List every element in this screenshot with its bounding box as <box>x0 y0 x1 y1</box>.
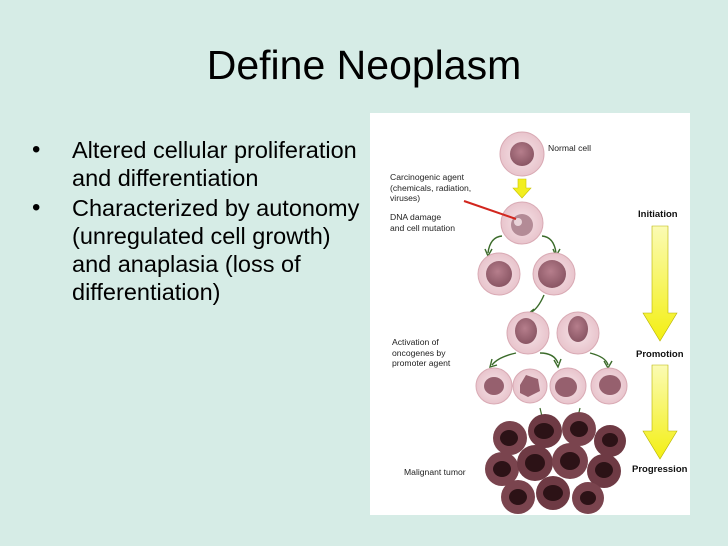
promoted-cell-right <box>556 311 600 355</box>
arrow-down-icon <box>512 178 532 199</box>
bullet-dot-icon: • <box>32 136 41 163</box>
promoted-cell-left <box>506 311 550 355</box>
label-carcinogenic-agent: Carcinogenic agent (chemicals, radiation… <box>390 172 472 203</box>
stage-progression: Progression <box>632 464 688 475</box>
bullet-text: Altered cellular proliferation and diffe… <box>72 137 357 191</box>
level3-cell <box>549 367 587 405</box>
curved-arrow-icon <box>539 352 559 364</box>
curved-arrow-icon <box>491 352 517 366</box>
bullet-text: Characterized by autonomy (unregulated c… <box>72 195 360 305</box>
mutated-cell <box>500 201 544 245</box>
bullet-dot-icon: • <box>32 194 41 221</box>
promotion-arrow-icon <box>642 364 678 460</box>
label-activation: Activation of oncogenes by promoter agen… <box>392 337 451 368</box>
normal-cell <box>499 131 545 177</box>
daughter-cell-right <box>532 252 576 296</box>
label-malignant-tumor: Malignant tumor <box>404 467 466 477</box>
level3-cell <box>475 367 513 405</box>
diagram-graphics <box>463 131 678 514</box>
daughter-cell-left <box>477 252 521 296</box>
neoplasm-diagram: Normal cell Carcinogenic agent (chemical… <box>370 113 690 515</box>
curved-arrow-icon <box>541 235 557 254</box>
level3-cell <box>512 368 548 404</box>
curved-arrow-icon <box>487 235 503 254</box>
carcinogen-ray <box>463 200 517 220</box>
label-normal-cell: Normal cell <box>548 143 591 153</box>
bullet-item: • Altered cellular proliferation and dif… <box>30 136 360 192</box>
label-dna-damage: DNA damage and cell mutation <box>390 212 455 233</box>
slide-title: Define Neoplasm <box>206 42 522 88</box>
bullet-list: • Altered cellular proliferation and dif… <box>30 136 360 308</box>
bullet-item: • Characterized by autonomy (unregulated… <box>30 194 360 306</box>
malignant-tumor-cluster <box>485 412 626 514</box>
initiation-arrow-icon <box>642 225 678 342</box>
stage-promotion: Promotion <box>636 349 684 360</box>
curved-arrow-icon <box>589 352 609 366</box>
level3-cell <box>590 367 628 405</box>
stage-initiation: Initiation <box>638 209 678 220</box>
